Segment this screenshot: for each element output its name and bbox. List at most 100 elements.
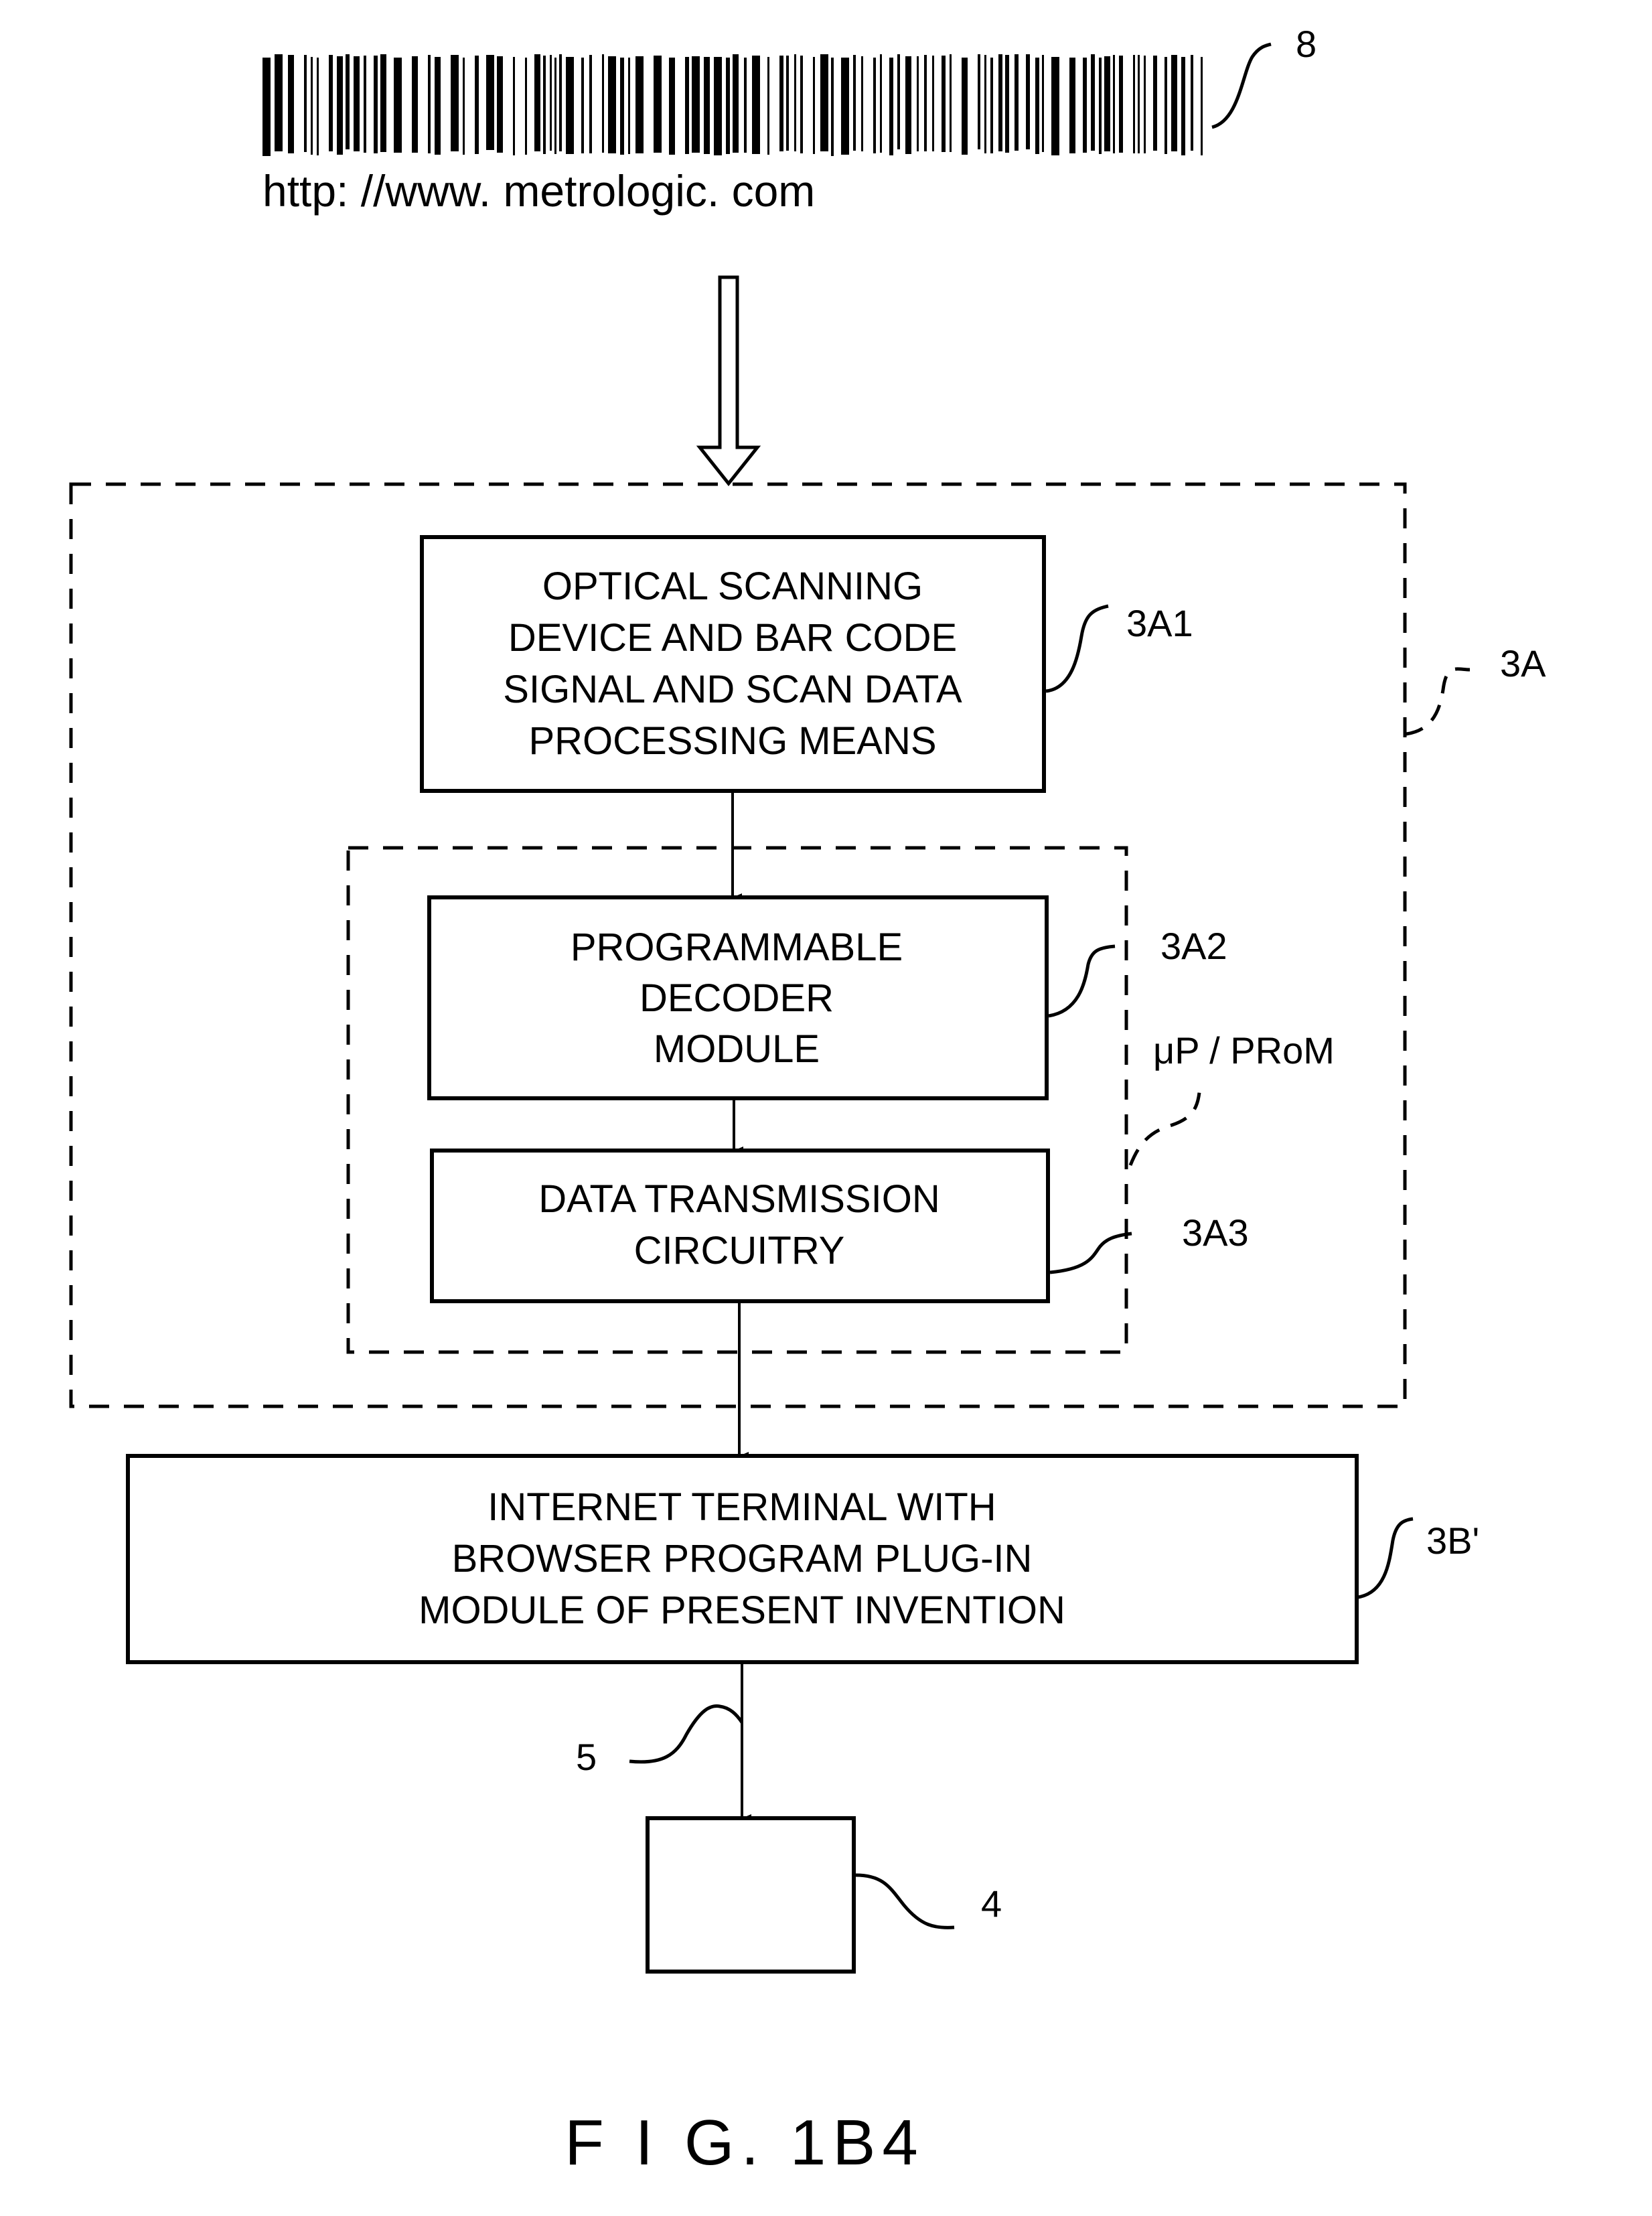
barcode-bar (861, 56, 863, 151)
barcode-bar (950, 54, 952, 152)
block-decoder-leader-line (1049, 946, 1115, 1016)
block-terminal-line-2: BROWSER PROGRAM PLUG-IN (452, 1537, 1033, 1580)
block-transmission-leader-line (1050, 1234, 1132, 1272)
barcode-ref-label: 8 (1296, 23, 1317, 65)
barcode-bar (853, 55, 856, 151)
barcode-bar (354, 56, 360, 151)
barcode-bar (311, 57, 313, 155)
barcode-bar (942, 56, 946, 152)
barcode-bar (543, 56, 546, 154)
barcode-bar (1104, 56, 1110, 151)
barcode-url-text: http: //www. metrologic. com (262, 166, 815, 216)
barcode-leader-line (1212, 44, 1271, 127)
block-target-leader-line (856, 1875, 954, 1927)
barcode-bar (534, 54, 540, 151)
block-scanning-line-4: PROCESSING MEANS (528, 719, 936, 763)
barcode-bar (704, 57, 710, 154)
barcode-bar (924, 55, 927, 151)
block-scanning: OPTICAL SCANNING DEVICE AND BAR CODE SIG… (422, 537, 1044, 791)
barcode-bar (497, 56, 503, 153)
barcode-bar (435, 57, 441, 155)
block-scanning-line-1: OPTICAL SCANNING (542, 565, 923, 608)
barcode-bar (932, 56, 934, 151)
scanner-group-leader-line (1406, 669, 1470, 734)
barcode-bar (475, 56, 479, 154)
barcode-bar (566, 57, 574, 154)
barcode-bar (1015, 54, 1019, 151)
barcode-bar (841, 58, 849, 155)
barcode-bar (346, 54, 350, 149)
barcode-bar (962, 58, 968, 155)
barcode-bar (794, 54, 796, 151)
barcode-bar (917, 56, 919, 151)
block-decoder-line-1: PROGRAMMABLE (571, 926, 903, 969)
block-terminal-line-3: MODULE OF PRESENT INVENTION (419, 1589, 1065, 1632)
block-terminal-ref-label: 3B' (1426, 1520, 1479, 1562)
block-transmission-line-1: DATA TRANSMISSION (538, 1177, 940, 1221)
barcode-bar (602, 54, 604, 153)
barcode-bar (364, 56, 366, 153)
barcode-bar (581, 58, 584, 153)
barcode-bar (733, 54, 739, 153)
hollow-down-arrow-icon (700, 277, 757, 484)
barcode (262, 54, 1203, 156)
barcode-bar (813, 57, 815, 154)
barcode-bar (714, 57, 722, 155)
barcode-bar (374, 56, 378, 153)
block-decoder-line-3: MODULE (654, 1027, 820, 1071)
barcode-bar (1005, 55, 1009, 153)
link-leader-line (629, 1706, 742, 1761)
block-transmission-line-2: CIRCUITRY (634, 1229, 845, 1272)
barcode-bar (1191, 55, 1193, 151)
barcode-bar (1099, 58, 1102, 154)
barcode-bar (329, 55, 333, 151)
barcode-bar (820, 54, 828, 151)
barcode-bar (654, 56, 662, 153)
barcode-bar (1042, 55, 1044, 152)
barcode-bar (752, 56, 760, 154)
barcode-bar (589, 55, 592, 153)
barcode-bar (1201, 57, 1203, 155)
barcode-bar (1035, 58, 1039, 154)
block-scanning-line-3: SIGNAL AND SCAN DATA (503, 668, 962, 711)
barcode-bar (1051, 57, 1059, 155)
barcode-bar (394, 58, 402, 153)
barcode-bar (1113, 55, 1115, 153)
barcode-bar (1119, 56, 1123, 153)
microprocessor-group-leader-line (1130, 1085, 1200, 1165)
barcode-bar (451, 55, 459, 151)
barcode-bar (889, 58, 893, 155)
barcode-bar (978, 54, 980, 149)
barcode-bar (554, 58, 556, 154)
barcode-bar (337, 56, 343, 155)
barcode-bar (744, 58, 747, 153)
figure-caption: F I G. 1B4 (565, 2107, 924, 2178)
block-target-ref-label: 4 (981, 1882, 1002, 1925)
barcode-bar (412, 56, 418, 153)
barcode-bar (559, 54, 562, 151)
barcode-bar (486, 55, 494, 150)
barcode-bar (1069, 58, 1075, 153)
barcode-bar (669, 58, 675, 155)
barcode-bar (685, 57, 689, 154)
block-decoder: PROGRAMMABLE DECODER MODULE (429, 897, 1047, 1098)
barcode-bar (1091, 54, 1095, 151)
barcode-bar (1144, 56, 1146, 153)
barcode-bar (831, 58, 834, 156)
barcode-bar (620, 58, 624, 155)
barcode-bar (525, 58, 527, 155)
barcode-bar (779, 56, 783, 151)
barcode-bar (288, 55, 294, 153)
barcode-bar (608, 56, 616, 153)
block-terminal-leader-line (1358, 1519, 1413, 1597)
barcode-bar (767, 57, 769, 155)
barcode-bar (1171, 55, 1177, 151)
barcode-bar (428, 55, 431, 153)
barcode-bar (635, 56, 644, 153)
barcode-bar (998, 54, 1002, 151)
barcode-bar (1133, 55, 1135, 153)
barcode-bar (1138, 55, 1140, 153)
barcode-bar (880, 54, 882, 153)
barcode-bar (1181, 57, 1185, 155)
